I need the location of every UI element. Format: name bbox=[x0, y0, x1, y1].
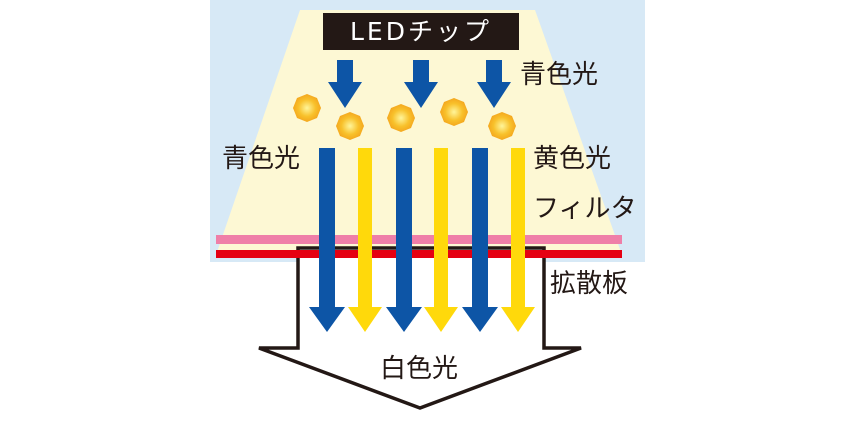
label-blue-light-top: 青色光 bbox=[520, 60, 599, 90]
beam-blue-1 bbox=[309, 148, 345, 332]
white-light-arrow bbox=[258, 246, 582, 410]
phosphor-particles bbox=[293, 94, 516, 140]
diffuser-band bbox=[216, 250, 622, 258]
phosphor-3 bbox=[387, 104, 415, 132]
down-arrow-blue-1 bbox=[328, 60, 362, 108]
beam-blue-2 bbox=[386, 148, 422, 332]
phosphor-1 bbox=[293, 94, 321, 122]
beam-yellow-3 bbox=[501, 148, 535, 332]
phosphor-4 bbox=[440, 98, 468, 126]
filter-band bbox=[216, 235, 622, 244]
phosphor-2 bbox=[336, 112, 364, 140]
chip-blue-arrows bbox=[328, 60, 511, 108]
label-white-light: 白色光 bbox=[380, 354, 459, 384]
down-arrow-blue-3 bbox=[477, 60, 511, 108]
light-beams bbox=[309, 148, 535, 332]
label-blue-light-left: 青色光 bbox=[222, 144, 301, 174]
beam-yellow-2 bbox=[424, 148, 458, 332]
down-arrow-blue-2 bbox=[404, 60, 438, 108]
label-diffuser: 拡散板 bbox=[550, 269, 629, 299]
led-chip-label: LEDチップ bbox=[323, 13, 519, 50]
phosphor-5 bbox=[488, 112, 516, 140]
label-filter: フィルタ bbox=[533, 194, 637, 224]
beam-yellow-1 bbox=[348, 148, 382, 332]
label-yellow-light: 黄色光 bbox=[533, 144, 612, 174]
beam-blue-3 bbox=[462, 148, 498, 332]
